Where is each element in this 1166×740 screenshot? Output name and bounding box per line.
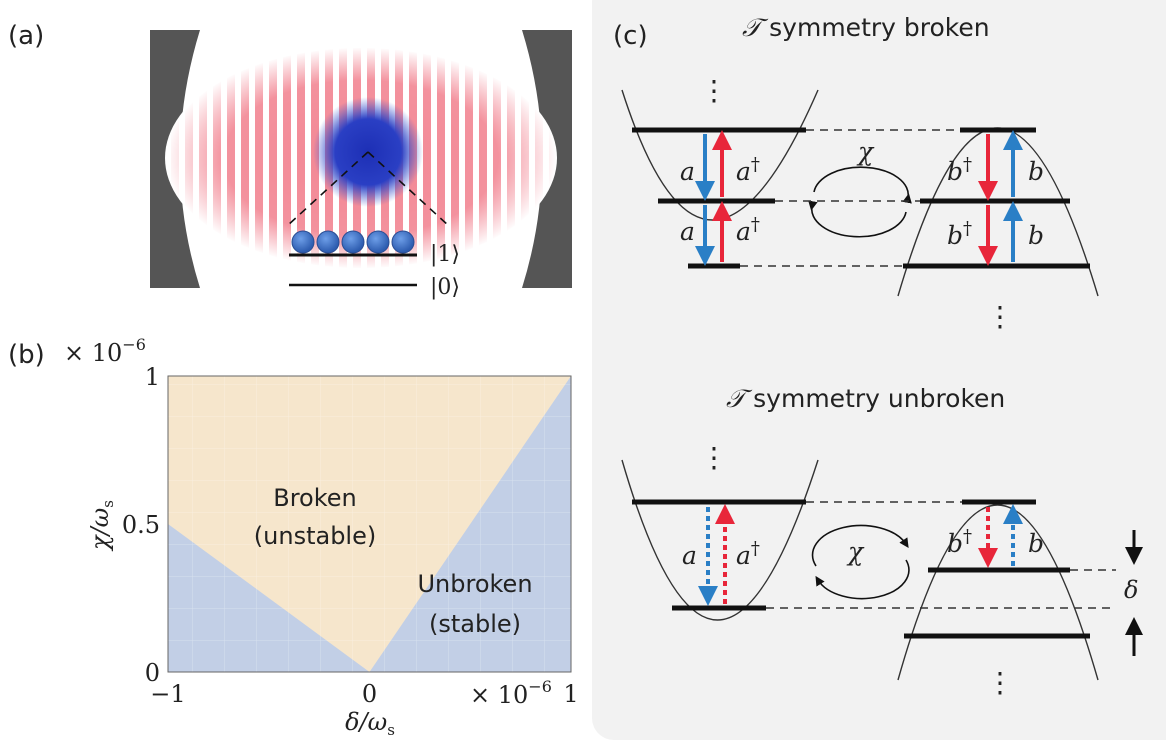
y-tick-label: 1 xyxy=(145,363,160,391)
coupling-loop-bottom-lower xyxy=(815,559,910,600)
coupling-loop-top-lower xyxy=(808,200,907,238)
y-tick-label: 0 xyxy=(145,659,160,687)
detuning-delta: δ xyxy=(1124,576,1138,604)
left-potential-well-2 xyxy=(621,459,819,621)
y-axis-label: χ/ωs xyxy=(86,500,117,552)
region-unbroken-line1: Unbroken xyxy=(417,570,532,598)
region-unbroken-line2: (stable) xyxy=(429,610,521,638)
panel-c-label: (c) xyxy=(613,21,648,51)
region-broken-line2: (unstable) xyxy=(254,522,376,550)
x-tick-label: 1 xyxy=(563,680,578,708)
op-bdag-label-3: b† xyxy=(947,526,972,558)
panel-c-background xyxy=(592,0,1166,740)
coupling-chi-bottom: χ xyxy=(846,537,865,566)
plot-grid xyxy=(168,376,571,672)
op-a-label-1: a xyxy=(680,157,695,186)
op-b-label-1: b xyxy=(1028,157,1044,186)
atom xyxy=(366,230,390,254)
right-inverted-well-2 xyxy=(897,504,1099,681)
op-b-label-3: b xyxy=(1028,529,1044,558)
op-bdag-label-1: b† xyxy=(947,154,972,186)
atom xyxy=(316,230,340,254)
coupling-loop-top xyxy=(813,166,912,204)
op-a-label-2: a xyxy=(680,217,695,246)
coupling-loop-bottom xyxy=(811,524,909,567)
zoom-line-right xyxy=(367,151,450,227)
atom xyxy=(341,230,365,254)
x-scale-note: × 10−6 xyxy=(470,677,552,709)
op-adag-label-2: a† xyxy=(736,214,760,246)
diagram-unbroken: ⋮ a a† χ b† b δ xyxy=(621,441,1143,699)
ellipsis-top-left: ⋮ xyxy=(700,74,728,107)
ket-zero: |0⟩ xyxy=(430,275,460,300)
panel-b-label: (b) xyxy=(8,340,45,370)
diagram-broken: ⋮ a a† a a† χ xyxy=(621,74,1099,333)
x-ticks: −1 0 1 xyxy=(150,680,578,708)
op-a-label-3: a xyxy=(682,541,697,570)
op-b-label-2: b xyxy=(1028,221,1044,250)
ellipsis-bottom-right: ⋮ xyxy=(986,666,1014,699)
x-axis-label: δ/ωs xyxy=(345,708,395,739)
plot-frame xyxy=(167,375,572,673)
op-adag-label-1: a† xyxy=(736,154,760,186)
panel-a: (a) |1⟩ |0⟩ xyxy=(8,21,572,300)
op-bdag-label-2: b† xyxy=(947,218,972,250)
coupling-chi-top: χ xyxy=(856,137,875,166)
atom xyxy=(391,230,415,254)
y-scale-note: × 10−6 xyxy=(64,335,146,367)
x-tick-label: −1 xyxy=(150,680,185,708)
ellipsis-top-right: ⋮ xyxy=(986,300,1014,333)
atom xyxy=(291,230,315,254)
region-broken-line1: Broken xyxy=(273,484,357,512)
zoom-line-left xyxy=(286,151,369,227)
op-adag-label-3: a† xyxy=(736,538,760,570)
ellipsis-bottom-left: ⋮ xyxy=(700,441,728,474)
ket-one: |1⟩ xyxy=(430,242,460,267)
y-ticks: 00.51 xyxy=(122,363,160,687)
y-tick-label: 0.5 xyxy=(122,511,160,539)
panel-a-label: (a) xyxy=(8,21,44,51)
x-tick-label: 0 xyxy=(362,680,377,708)
